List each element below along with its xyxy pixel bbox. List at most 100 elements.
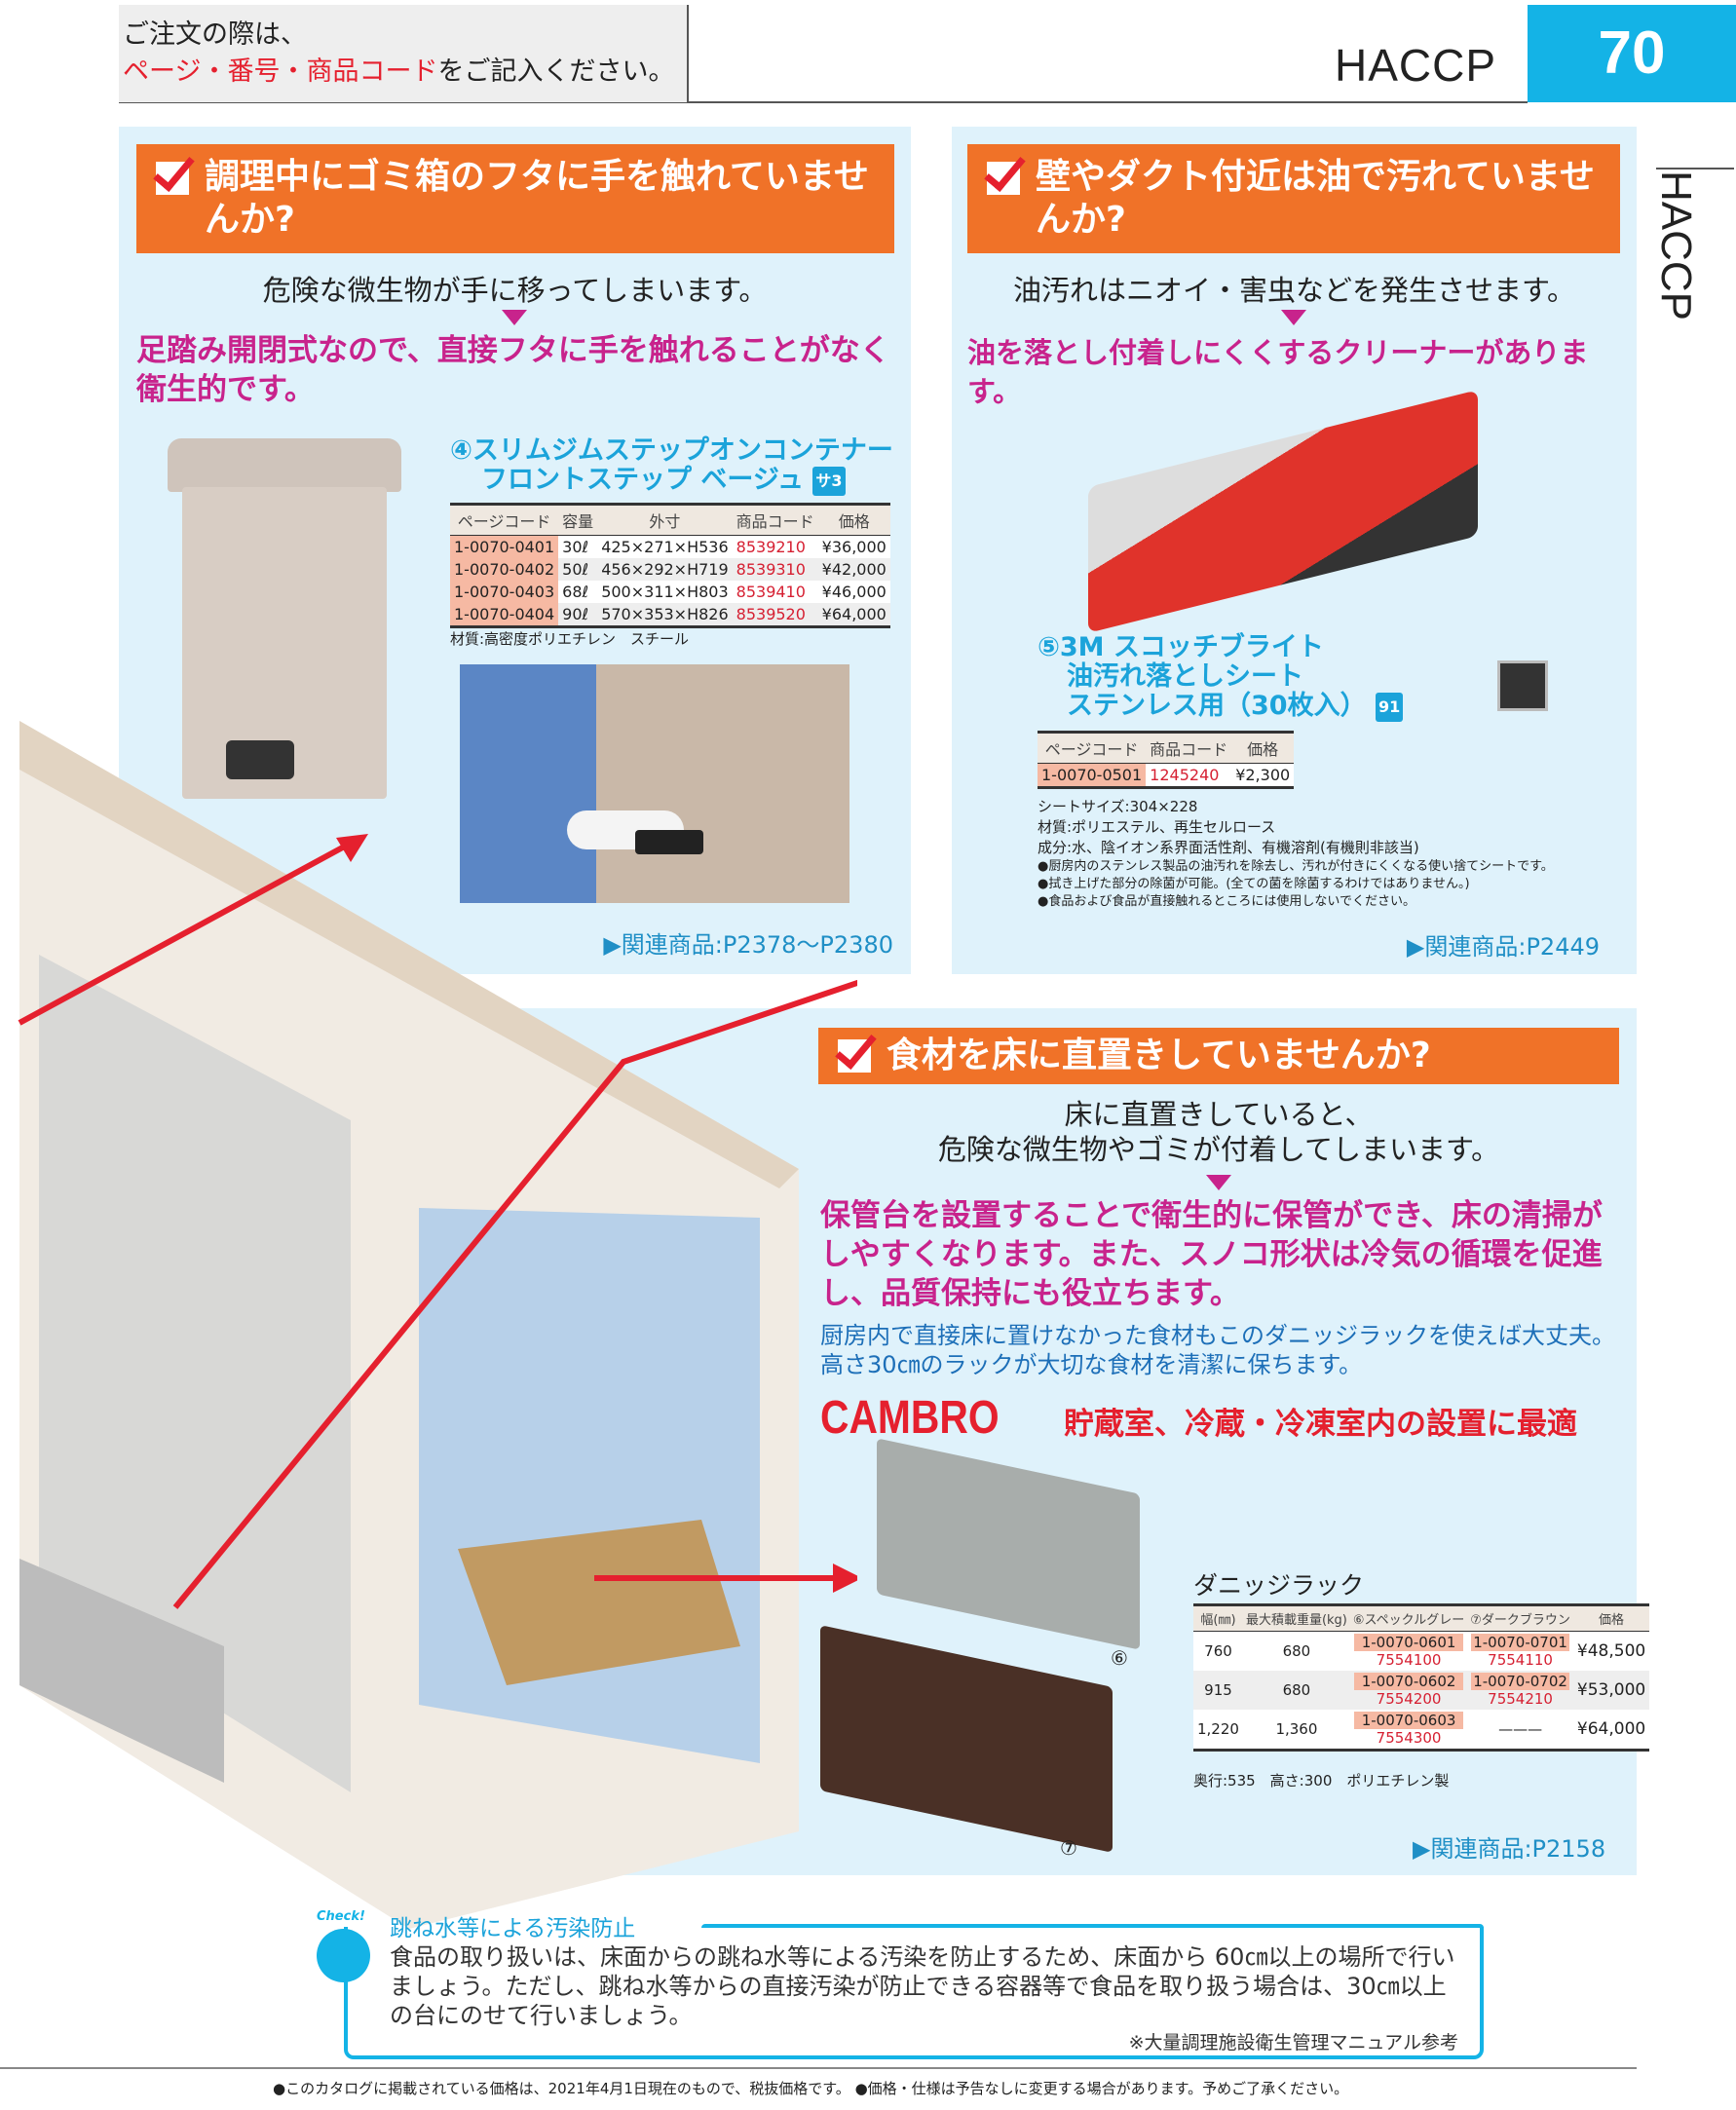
- arrow-head-icon: [336, 834, 368, 862]
- walk-in-cooler: [419, 1208, 760, 1763]
- product4-badge: サ3: [812, 466, 846, 496]
- arrow-line: [18, 835, 362, 1026]
- checkbox-icon: [156, 162, 189, 195]
- column-header: 最大積載重量(kg): [1242, 1603, 1350, 1632]
- kitchen-equipment: [39, 955, 351, 1792]
- rack-grey-label: ⑥: [1111, 1646, 1128, 1670]
- product4-title: ④スリムジムステップオンコンテナー フロントステップ ベージュ サ3: [450, 436, 893, 496]
- section-title: HACCP: [1335, 40, 1497, 91]
- column-header: 容量: [558, 503, 598, 536]
- product4-title-line1: ④スリムジムステップオンコンテナー: [450, 435, 893, 466]
- panel3-heading: 食材を床に直置きしていませんか?: [818, 1028, 1619, 1084]
- page-code: 1-0070-0602: [1353, 1673, 1464, 1690]
- column-header: ⑥スペックルグレー: [1349, 1603, 1468, 1632]
- related-products-link[interactable]: ▶関連商品:P2378〜P2380: [603, 931, 893, 959]
- table-cell: 8539410: [736, 583, 806, 601]
- product5-title-line2: 油汚れ落としシート: [1067, 661, 1303, 692]
- order-note-line2: ページ・番号・商品コードをご記入ください。: [123, 54, 683, 91]
- table-cell: ¥2,300: [1231, 763, 1295, 789]
- page-code: 1-0070-0702: [1471, 1673, 1569, 1690]
- check-hand-icon: Check!: [317, 1909, 370, 1982]
- related-products-link[interactable]: ▶関連商品:P2449: [1406, 933, 1600, 961]
- table-cell: 50ℓ: [562, 560, 589, 579]
- page-code: 1-0070-0601: [1353, 1634, 1464, 1651]
- panel-oil-cleaner: 壁やダクト付近は油で汚れていませんか? 油汚れはニオイ・害虫などを発生させます。…: [952, 127, 1637, 974]
- down-arrow-icon: [502, 310, 527, 325]
- cleaner-pack-image: [1088, 390, 1478, 633]
- width-cell: 915: [1204, 1681, 1232, 1699]
- check-source: ※大量調理施設衛生管理マニュアル参考: [1128, 2032, 1458, 2053]
- table-cell: 1-0070-0402: [450, 558, 559, 581]
- table-cell: ¥64,000: [817, 603, 890, 628]
- kitchen-illustration: [18, 721, 857, 1929]
- width-cell: 1,220: [1193, 1710, 1243, 1752]
- table-cell: 1245240: [1146, 763, 1232, 789]
- down-arrow-icon: [1281, 310, 1306, 325]
- product-note: シートサイズ:304×228: [1038, 798, 1198, 815]
- column-header: 外寸: [597, 503, 733, 536]
- panel-trash-bin: 調理中にゴミ箱のフタに手を触れていませんか? 危険な微生物が手に移ってしまいます…: [119, 127, 911, 974]
- related-products-link[interactable]: ▶関連商品:P2158: [1413, 1835, 1606, 1863]
- side-divider: [1656, 168, 1734, 170]
- trash-bin-image: [168, 438, 401, 809]
- column-header: 価格: [1572, 1603, 1650, 1632]
- column-header: ⑦ダークブラウン: [1467, 1603, 1573, 1632]
- food-sacks: [458, 1520, 740, 1685]
- panel3-heading-text: 食材を床に直置きしていませんか?: [887, 1036, 1431, 1075]
- product-code: 7554110: [1488, 1651, 1553, 1669]
- page-code: 1-0070-0701: [1471, 1634, 1569, 1651]
- table-cell: 68ℓ: [562, 583, 589, 601]
- side-section-label: HACCP: [1652, 170, 1700, 321]
- kitchen-wall-top: [19, 721, 799, 1188]
- brand-tagline: 貯蔵室、冷蔵・冷凍室内の設置に最適: [1064, 1407, 1577, 1442]
- arrow-line: [172, 979, 857, 1609]
- table-cell: ¥42,000: [821, 560, 887, 579]
- check-badge: Check!: [317, 1909, 365, 1924]
- table-cell: 30ℓ: [562, 538, 589, 556]
- page-code: ———: [1498, 1720, 1543, 1738]
- brown-code-cell: ———: [1467, 1710, 1573, 1752]
- footer-divider: [0, 2067, 1637, 2069]
- column-header: ページコード: [1038, 731, 1147, 764]
- panel1-lead: 危険な微生物が手に移ってしまいます。: [262, 274, 768, 307]
- product-note: ●拭き上げた部分の除菌が可能。(全ての菌を除菌するわけではありません。): [1038, 877, 1470, 891]
- certification-logo-icon: [1497, 660, 1548, 711]
- order-note-line1: ご注文の際は、: [123, 19, 307, 50]
- rack-specs: 奥行:535 高さ:300 ポリエチレン製: [1193, 1772, 1450, 1790]
- arrow-head-icon: [833, 1564, 857, 1593]
- order-note-highlight: ページ・番号・商品コード: [123, 57, 438, 87]
- table-cell: 8539310: [736, 560, 806, 579]
- product-rack-title: ダニッジラック: [1193, 1571, 1365, 1600]
- product4-material: 材質:高密度ポリエチレン スチール: [450, 630, 690, 648]
- column-header: 価格: [817, 503, 890, 536]
- table-cell: 500×311×H803: [601, 583, 729, 601]
- product5-title-line3-wrap: ステンレス用（30枚入） 91: [1038, 692, 1404, 722]
- table-cell: ¥36,000: [821, 538, 887, 556]
- cambro-logo: CAMBRO: [820, 1392, 1000, 1444]
- header-divider: [119, 101, 1528, 103]
- product-code: 7554300: [1376, 1729, 1442, 1747]
- table-cell: 1-0070-0401: [450, 535, 559, 558]
- check-box-top-border: [701, 1924, 1484, 1928]
- checkbox-icon: [838, 1039, 871, 1073]
- table-cell: 1-0070-0403: [450, 581, 559, 603]
- price-cell: ¥53,000: [1576, 1680, 1646, 1700]
- width-cell: 760: [1204, 1642, 1232, 1660]
- panel2-heading-text: 壁やダクト付近は油で汚れていませんか?: [1036, 157, 1595, 240]
- panel2-lead: 油汚れはニオイ・害虫などを発生させます。: [1012, 274, 1576, 307]
- order-note-rest: をご記入ください。: [437, 57, 675, 87]
- table-cell: 425×271×H536: [601, 538, 729, 556]
- product-note: 材質:ポリエステル、再生セルロース: [1038, 818, 1276, 836]
